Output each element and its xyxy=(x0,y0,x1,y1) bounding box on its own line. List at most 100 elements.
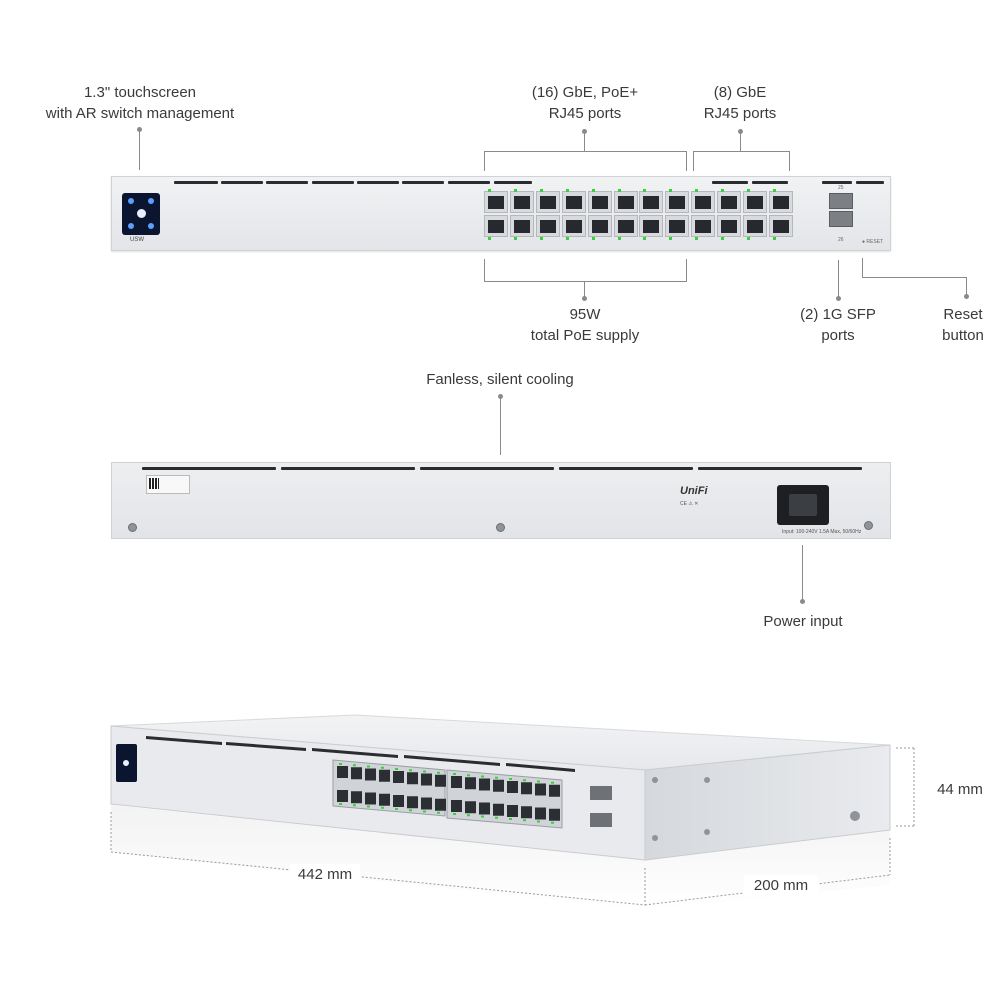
model-badge: USW xyxy=(130,237,144,243)
power-leader xyxy=(802,545,803,601)
rj45-port xyxy=(337,766,348,778)
touchscreen-callout: 1.3" touchscreen with AR switch manageme… xyxy=(30,82,250,124)
led-icon xyxy=(488,237,491,240)
led-icon xyxy=(747,189,750,192)
sfp-callout: (2) 1G SFP ports xyxy=(788,304,888,346)
screw-icon xyxy=(850,811,860,821)
rj45-port[interactable] xyxy=(510,189,534,213)
rj45-port xyxy=(407,796,418,809)
led-icon xyxy=(488,189,491,192)
power-spec-label: Input: 100-240V 1.5A Max, 50/60Hz xyxy=(782,529,862,535)
poe-ports-bracket xyxy=(484,151,686,152)
gbe-ports-callout: (8) GbE RJ45 ports xyxy=(680,82,800,124)
led-icon xyxy=(773,189,776,192)
led-icon xyxy=(618,189,621,192)
rj45-port[interactable] xyxy=(562,215,586,240)
led-icon xyxy=(540,237,543,240)
screw-icon xyxy=(652,835,658,841)
rj45-port[interactable] xyxy=(588,189,612,213)
rj45-port[interactable] xyxy=(743,189,767,213)
vent-slot xyxy=(420,467,554,470)
led-icon xyxy=(467,774,470,777)
led-icon xyxy=(537,820,540,823)
sfp-port[interactable] xyxy=(829,211,853,227)
rj45-port[interactable] xyxy=(484,215,508,240)
rj45-port xyxy=(421,797,432,810)
vent-slot xyxy=(712,181,748,184)
sfp-top-label: 25 xyxy=(838,185,844,191)
rj45-port xyxy=(435,774,446,787)
rj45-port[interactable] xyxy=(665,189,689,213)
led-icon xyxy=(523,779,526,782)
rj45-port xyxy=(351,767,362,780)
rj45-port[interactable] xyxy=(769,189,793,213)
rj45-port xyxy=(493,803,504,816)
cooling-leader xyxy=(500,397,501,455)
led-icon xyxy=(721,237,724,240)
screw-icon xyxy=(496,523,505,532)
led-icon xyxy=(437,811,440,814)
rj45-port xyxy=(351,791,362,804)
rj45-port[interactable] xyxy=(691,215,715,240)
rj45-port xyxy=(365,792,376,805)
vent-slot xyxy=(357,181,399,184)
reset-mark-text: RESET xyxy=(866,239,884,245)
rj45-port[interactable] xyxy=(639,215,663,240)
rj45-port[interactable] xyxy=(510,215,534,240)
gbe-ports-leader-dot xyxy=(738,129,743,134)
led-icon xyxy=(523,819,526,822)
rj45-port[interactable] xyxy=(536,215,560,240)
led-icon xyxy=(381,766,384,769)
reset-leader-v1 xyxy=(862,258,863,277)
rj45-port xyxy=(549,808,560,821)
led-icon xyxy=(592,237,595,240)
rj45-port xyxy=(535,807,546,820)
rj45-port xyxy=(465,801,476,814)
rj45-port xyxy=(393,795,404,807)
rj45-port[interactable] xyxy=(614,189,638,213)
led-icon xyxy=(540,189,543,192)
led-icon xyxy=(395,808,398,810)
rj45-port[interactable] xyxy=(614,215,638,240)
rj45-port xyxy=(407,772,418,785)
rj45-port[interactable] xyxy=(536,189,560,213)
rj45-port xyxy=(465,777,476,790)
switch-front-panel: USW 25 26 ● RESET xyxy=(111,176,891,251)
rj45-port[interactable] xyxy=(639,189,663,213)
rj45-port[interactable] xyxy=(562,189,586,213)
rj45-port[interactable] xyxy=(484,189,508,213)
led-icon xyxy=(747,237,750,240)
led-icon xyxy=(495,816,498,819)
sfp-port[interactable] xyxy=(829,193,853,209)
cooling-leader-dot xyxy=(498,394,503,399)
rj45-port[interactable] xyxy=(691,189,715,213)
touchscreen-icon[interactable] xyxy=(122,193,160,235)
gbe-ports-bracket-left xyxy=(693,151,694,171)
led-icon xyxy=(566,189,569,192)
led-icon xyxy=(353,764,356,767)
led-icon xyxy=(353,804,356,807)
rear-spec-text: CE ⚠ ✕ xyxy=(680,501,699,507)
reset-leader-v2 xyxy=(966,277,967,296)
poe-supply-callout: 95W total PoE supply xyxy=(500,304,670,346)
reset-callout-line1: Reset xyxy=(943,306,983,323)
rj45-port[interactable] xyxy=(743,215,767,240)
rj45-port[interactable] xyxy=(717,189,741,213)
poe-supply-bracket-right xyxy=(686,259,687,281)
rj45-port xyxy=(451,800,462,812)
rj45-port[interactable] xyxy=(588,215,612,240)
rj45-port xyxy=(379,793,390,806)
rj45-port[interactable] xyxy=(769,215,793,240)
reset-button[interactable]: ● RESET xyxy=(862,239,884,245)
vent-slot xyxy=(266,181,308,184)
led-icon xyxy=(437,771,440,774)
led-icon xyxy=(381,806,384,809)
power-socket-icon[interactable] xyxy=(777,485,829,525)
vent-slot xyxy=(559,467,693,470)
reset-callout-line2: button xyxy=(942,327,984,344)
rj45-port[interactable] xyxy=(717,215,741,240)
sfp-leader xyxy=(838,260,839,298)
gbe-port-block xyxy=(639,189,793,240)
rj45-port[interactable] xyxy=(665,215,689,240)
